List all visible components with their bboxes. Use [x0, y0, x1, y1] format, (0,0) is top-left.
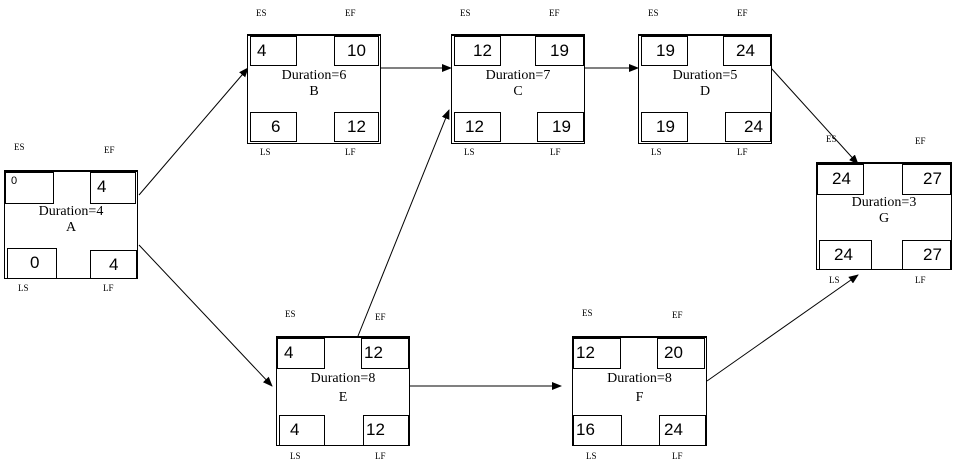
activity-name: E — [338, 390, 348, 405]
edge-e-c — [357, 109, 450, 337]
activity-duration: Duration=8 — [310, 371, 376, 386]
label-es: ES — [826, 134, 837, 144]
activity-node-a[interactable]: 0 4 Duration=4 A 0 4 — [4, 170, 138, 279]
es-value: 12 — [454, 36, 501, 66]
ls-value: 4 — [279, 415, 325, 446]
label-ef: EF — [104, 145, 115, 155]
label-ls: LS — [18, 283, 29, 293]
ef-value: 27 — [902, 164, 951, 195]
es-value: 19 — [641, 36, 688, 66]
label-es: ES — [285, 309, 296, 319]
label-ls: LS — [829, 275, 840, 285]
label-lf: LF — [915, 275, 926, 285]
es-value: 0 — [5, 172, 54, 204]
activity-name: B — [309, 84, 319, 99]
activity-duration: Duration=5 — [672, 68, 738, 83]
label-es: ES — [256, 8, 267, 18]
ef-value: 24 — [723, 36, 771, 66]
es-value: 24 — [817, 164, 864, 195]
es-value: 4 — [277, 338, 325, 369]
activity-duration: Duration=8 — [607, 371, 672, 386]
label-ef: EF — [737, 8, 748, 18]
activity-duration: Duration=4 — [38, 204, 104, 219]
ef-value: 19 — [535, 36, 584, 66]
ls-value: 6 — [250, 112, 297, 142]
edge-d-g — [770, 67, 859, 165]
label-lf: LF — [345, 147, 356, 157]
lf-value: 12 — [334, 112, 379, 142]
activity-duration: Duration=3 — [851, 195, 917, 210]
label-lf: LF — [672, 451, 683, 461]
label-lf: LF — [737, 147, 748, 157]
activity-node-f[interactable]: 12 20 Duration=8 F 16 24 — [572, 336, 707, 446]
label-ls: LS — [290, 451, 301, 461]
activity-node-b[interactable]: 4 10 Duration=6 B 6 12 — [247, 34, 381, 144]
label-ef: EF — [375, 312, 386, 322]
ls-value: 12 — [454, 112, 501, 142]
activity-node-g[interactable]: 24 27 Duration=3 G 24 27 — [816, 162, 952, 270]
lf-value: 12 — [363, 415, 409, 446]
ef-value: 10 — [334, 36, 379, 66]
ef-value: 12 — [361, 338, 409, 369]
activity-name: G — [878, 211, 890, 226]
lf-value: 24 — [725, 112, 771, 142]
label-es: ES — [460, 8, 471, 18]
activity-node-e[interactable]: 4 12 Duration=8 E 4 12 — [276, 336, 410, 446]
activity-duration: Duration=7 — [485, 68, 551, 83]
label-lf: LF — [550, 147, 561, 157]
lf-value: 19 — [537, 112, 584, 142]
label-ls: LS — [260, 147, 271, 157]
ls-value: 19 — [641, 112, 688, 142]
lf-value: 27 — [902, 240, 951, 270]
label-es: ES — [648, 8, 659, 18]
label-ls: LS — [586, 451, 597, 461]
ls-value: 0 — [7, 248, 57, 279]
edge-a-b — [138, 67, 249, 196]
label-lf: LF — [375, 451, 386, 461]
ef-value: 4 — [90, 172, 136, 204]
es-value: 4 — [250, 36, 297, 66]
label-es: ES — [14, 142, 25, 152]
label-lf: LF — [103, 283, 114, 293]
ls-value: 24 — [819, 240, 872, 270]
es-value: 12 — [573, 338, 621, 369]
activity-name: F — [635, 390, 644, 405]
activity-node-d[interactable]: 19 24 Duration=5 D 19 24 — [638, 34, 772, 144]
edge-f-g — [706, 274, 859, 382]
label-es: ES — [582, 308, 593, 318]
ls-value: 16 — [573, 415, 622, 446]
edge-a-e — [138, 244, 273, 387]
lf-value: 4 — [90, 250, 137, 279]
activity-duration: Duration=6 — [281, 68, 347, 83]
label-ls: LS — [464, 147, 475, 157]
label-ef: EF — [549, 8, 560, 18]
activity-name: D — [699, 84, 711, 99]
activity-node-c[interactable]: 12 19 Duration=7 C 12 19 — [451, 34, 585, 144]
lf-value: 24 — [659, 415, 706, 446]
ef-value: 20 — [657, 338, 705, 369]
label-ef: EF — [672, 310, 683, 320]
activity-name: C — [513, 84, 523, 99]
label-ls: LS — [651, 147, 662, 157]
label-ef: EF — [915, 136, 926, 146]
activity-name: A — [65, 220, 77, 235]
label-ef: EF — [345, 8, 356, 18]
